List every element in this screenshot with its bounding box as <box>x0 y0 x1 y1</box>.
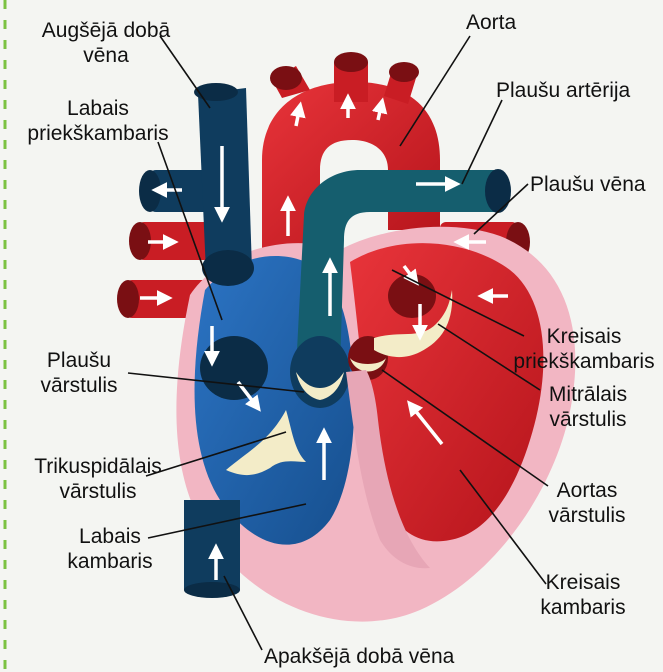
label-line: Plaušu vēna <box>530 172 646 197</box>
label-line: Trikuspidālais <box>18 454 178 479</box>
label-line: vārstulis <box>532 503 642 528</box>
label-right-atrium: Labais priekškambaris <box>18 96 178 146</box>
right-atrium-opening <box>200 336 268 400</box>
label-aorta: Aorta <box>466 10 516 35</box>
label-line: kambaris <box>528 595 638 620</box>
label-line: priekškambaris <box>18 121 178 146</box>
label-left-atrium: Kreisais priekškambaris <box>508 324 660 374</box>
label-line: priekškambaris <box>508 349 660 374</box>
label-line: vārstulis <box>24 373 134 398</box>
label-line: vārstulis <box>528 407 648 432</box>
label-line: Kreisais <box>508 324 660 349</box>
label-mitral-valve: Mitrālais vārstulis <box>528 382 648 432</box>
label-inferior-vena-cava: Apakšējā dobā vēna <box>264 644 454 669</box>
label-pulmonary-artery: Plaušu artērija <box>496 78 630 103</box>
label-line: vēna <box>26 43 186 68</box>
inferior-vena-cava <box>184 500 240 598</box>
label-line: Kreisais <box>528 570 638 595</box>
label-line: kambaris <box>60 549 160 574</box>
label-pulmonary-valve: Plaušu vārstulis <box>24 348 134 398</box>
pulmonary-valve <box>290 336 350 408</box>
label-aortic-valve: Aortas vārstulis <box>532 478 642 528</box>
label-tricuspid-valve: Trikuspidālais vārstulis <box>18 454 178 504</box>
label-line: Mitrālais <box>528 382 648 407</box>
label-line: Aorta <box>466 10 516 35</box>
label-superior-vena-cava: Augšējā dobā vēna <box>26 18 186 68</box>
label-line: Plaušu <box>24 348 134 373</box>
label-right-ventricle: Labais kambaris <box>60 524 160 574</box>
label-line: Labais <box>60 524 160 549</box>
label-line: vārstulis <box>18 479 178 504</box>
label-line: Labais <box>18 96 178 121</box>
label-line: Aortas <box>532 478 642 503</box>
label-left-ventricle: Kreisais kambaris <box>528 570 638 620</box>
label-line: Plaušu artērija <box>496 78 630 103</box>
label-line: Apakšējā dobā vēna <box>264 644 454 669</box>
label-pulmonary-vein: Plaušu vēna <box>530 172 646 197</box>
label-line: Augšējā dobā <box>26 18 186 43</box>
